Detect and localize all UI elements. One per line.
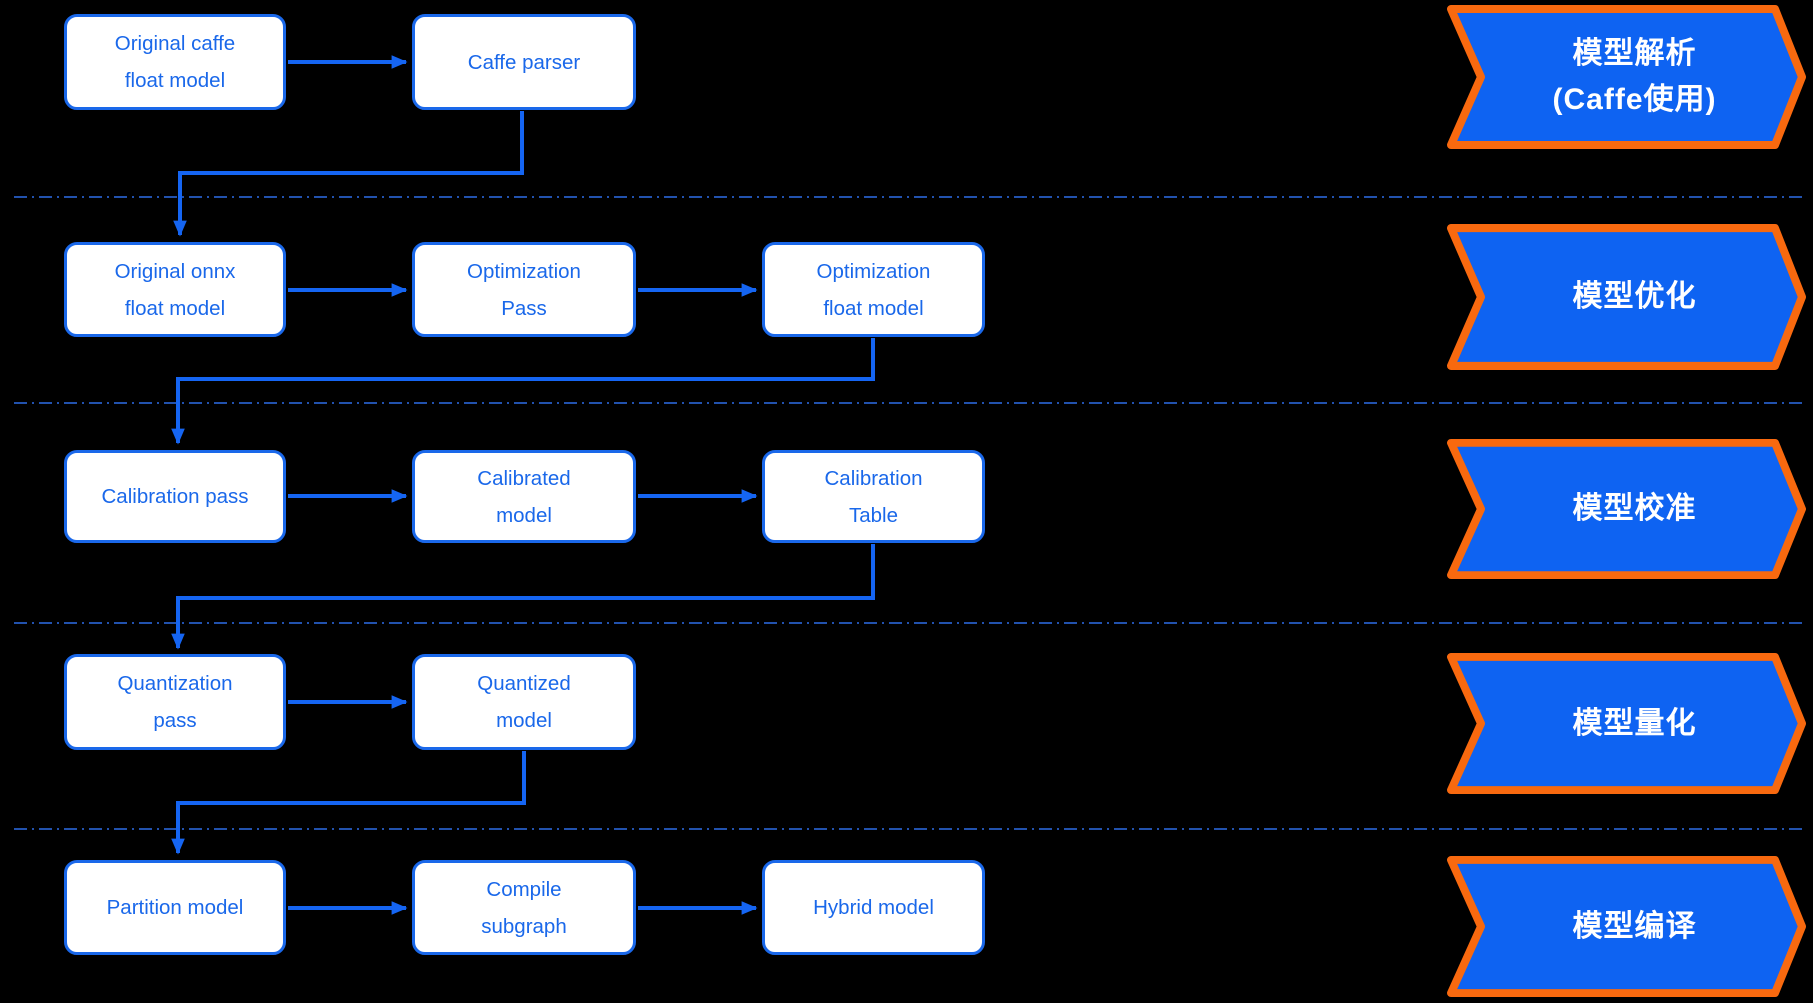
elbow-parser-to-onnx [173, 111, 524, 237]
node-original-onnx-float-model: Original onnx float model [64, 242, 286, 337]
banner-chevron-shape [1447, 438, 1806, 580]
banner-model-quantize: 模型量化 [1443, 652, 1808, 795]
banner-label: 模型量化 [1572, 706, 1697, 740]
node-quantized-model: Quantized model [412, 654, 636, 750]
banner-model-compile: 模型编译 [1443, 855, 1808, 998]
node-optimization-float-model: Optimization float model [762, 242, 985, 337]
banner-label: 模型解析 (Caffe使用) [1552, 37, 1717, 116]
banner-label: 模型优化 [1572, 280, 1697, 313]
banner-chevron-shape [1447, 224, 1806, 370]
banner-chevron-shape [1447, 855, 1806, 998]
banner-chevron-shape [1447, 652, 1806, 795]
node-caffe-parser: Caffe parser [412, 14, 636, 110]
node-quantization-pass: Quantization pass [64, 654, 286, 750]
banner-model-parse: 模型解析 (Caffe使用) [1443, 4, 1808, 150]
elbow-optfloat-to-calpass [171, 338, 875, 445]
banner-model-calibrate: 模型校准 [1443, 438, 1808, 580]
node-hybrid-model: Hybrid model [762, 860, 985, 955]
node-compile-subgraph: Compile subgraph [412, 860, 636, 955]
banner-chevron-shape [1447, 5, 1806, 149]
banner-label: 模型编译 [1572, 909, 1697, 943]
node-calibration-table: Calibration Table [762, 450, 985, 543]
elbow-caltable-to-quantpass [171, 544, 875, 650]
node-optimization-pass: Optimization Pass [412, 242, 636, 337]
node-calibrated-model: Calibrated model [412, 450, 636, 543]
node-original-caffe-float-model: Original caffe float model [64, 14, 286, 110]
node-partition-model: Partition model [64, 860, 286, 955]
node-calibration-pass: Calibration pass [64, 450, 286, 543]
banner-model-optimize: 模型优化 [1443, 223, 1808, 371]
banner-label: 模型校准 [1572, 492, 1697, 525]
elbow-quantmodel-to-partition [171, 751, 526, 855]
